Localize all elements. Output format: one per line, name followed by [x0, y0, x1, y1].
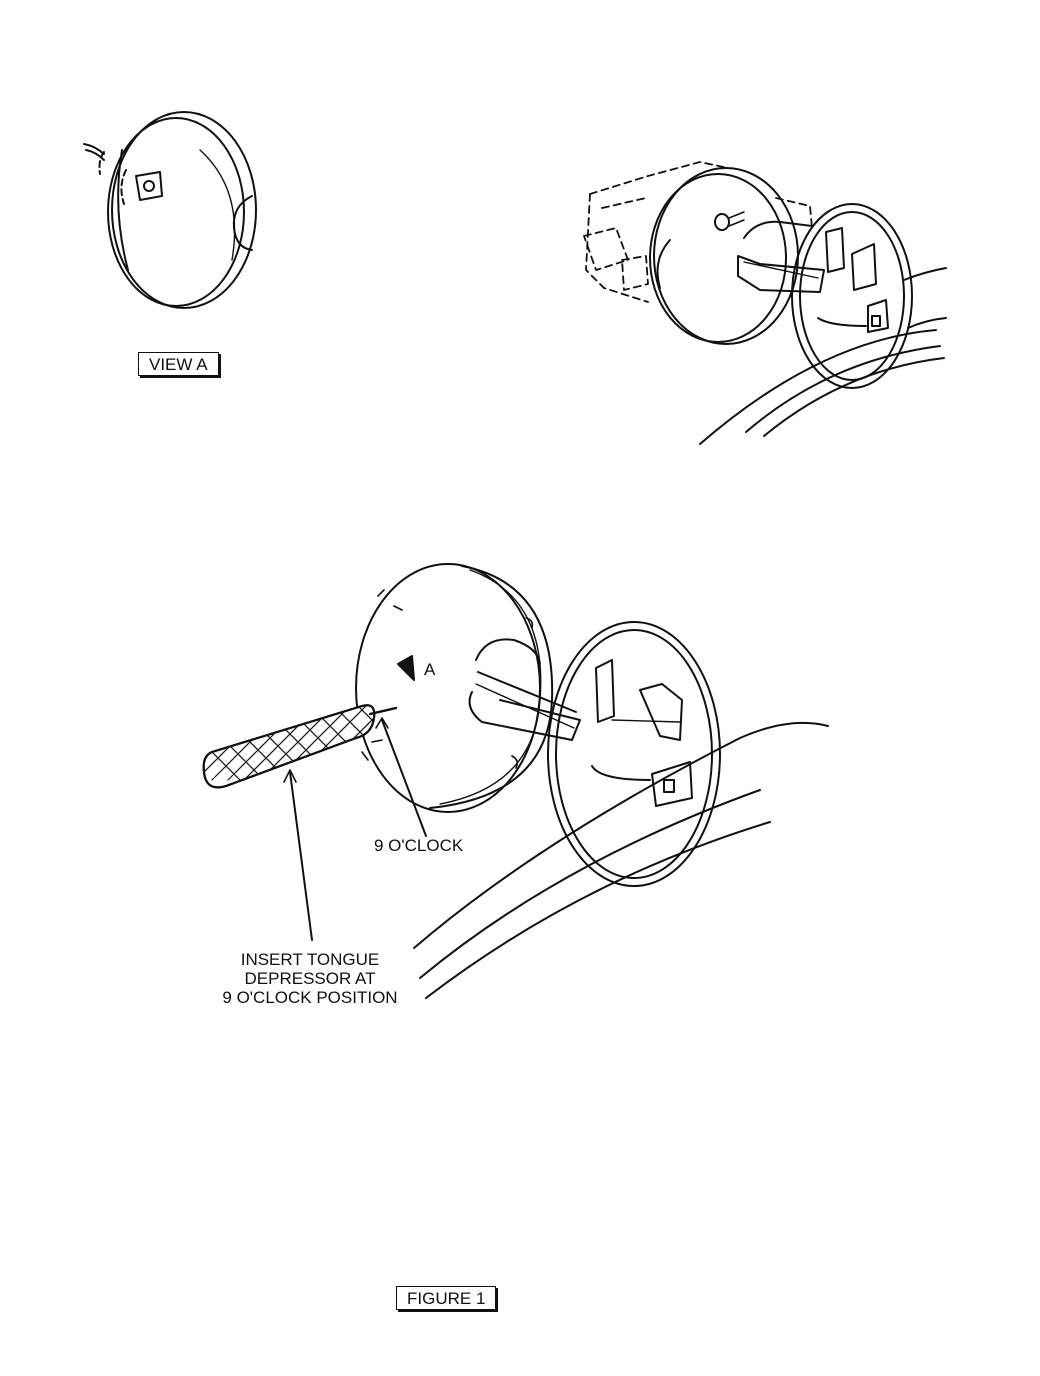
arrow-a-label: A	[424, 660, 436, 679]
insert-instruction-line-3: 9 O'CLOCK POSITION	[222, 988, 398, 1007]
main-assembly-drawing	[202, 563, 829, 999]
upper-assembly-drawing	[583, 161, 947, 445]
view-a-label: VIEW A	[138, 352, 219, 376]
insert-instruction-label: INSERT TONGUE DEPRESSOR AT 9 O'CLOCK POS…	[212, 950, 408, 1007]
tongue-depressor	[202, 704, 398, 789]
figure-label: FIGURE 1	[396, 1286, 497, 1310]
view-a-cap-drawing	[83, 111, 257, 309]
insert-instruction-line-1: INSERT TONGUE	[240, 950, 380, 969]
nine-oclock-label: 9 O'CLOCK	[374, 836, 464, 855]
insert-instruction-line-2: DEPRESSOR AT	[244, 969, 376, 988]
